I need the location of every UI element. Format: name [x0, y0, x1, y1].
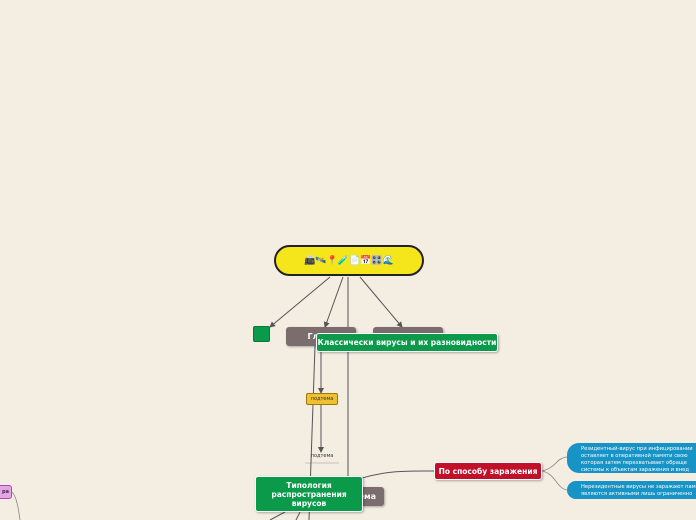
- link-typology-down-1: [269, 511, 286, 520]
- typology-label: Типология распространения вирусов: [271, 480, 347, 508]
- link-by-infection-to-nonresident: [541, 470, 568, 491]
- green-topic-node[interactable]: [253, 326, 270, 342]
- resident-virus-label: Резидентный-вирус при инфицировании оста…: [581, 446, 693, 473]
- central-topic[interactable]: 📠🛰️📍🧪📄📅🎛️🌊: [274, 245, 424, 276]
- link-pink-to-left: [11, 491, 21, 520]
- subtopic-node-2[interactable]: подтема: [307, 453, 337, 463]
- central-topic-icons: 📠🛰️📍🧪📄📅🎛️🌊: [304, 255, 394, 266]
- link-by-infection-to-resident: [541, 456, 568, 472]
- subtopic-2-label: подтема: [310, 453, 334, 459]
- pink-topic-node[interactable]: ра: [0, 485, 12, 499]
- typology-node[interactable]: Типология распространения вирусов: [255, 476, 363, 512]
- nonresident-virus-label: Нерезидентные вирусы не заражают пам явл…: [581, 484, 696, 497]
- pink-topic-label: ра: [2, 489, 9, 495]
- by-infection-node[interactable]: По способу заражения: [434, 462, 542, 480]
- classic-viruses-node[interactable]: Классически вирусы и их разновидности: [316, 333, 498, 352]
- by-infection-label: По способу заражения: [438, 466, 538, 476]
- nonresident-virus-node[interactable]: Нерезидентные вирусы не заражают пам явл…: [567, 481, 696, 499]
- subtopic-1-label: подтема: [310, 396, 334, 402]
- link-central-to-topic-b: [359, 276, 403, 328]
- subtopic-node-1[interactable]: подтема: [306, 393, 338, 405]
- link-typology-down-2: [295, 511, 301, 520]
- link-typology-to-by-infection: [361, 470, 435, 479]
- link-central-to-main-topic: [323, 276, 344, 328]
- resident-virus-node[interactable]: Резидентный-вирус при инфицировании оста…: [567, 443, 696, 473]
- topic-c-label: ема: [358, 492, 376, 501]
- classic-viruses-label: Классически вирусы и их разновидности: [317, 338, 497, 347]
- link-central-to-green-square: [269, 276, 331, 328]
